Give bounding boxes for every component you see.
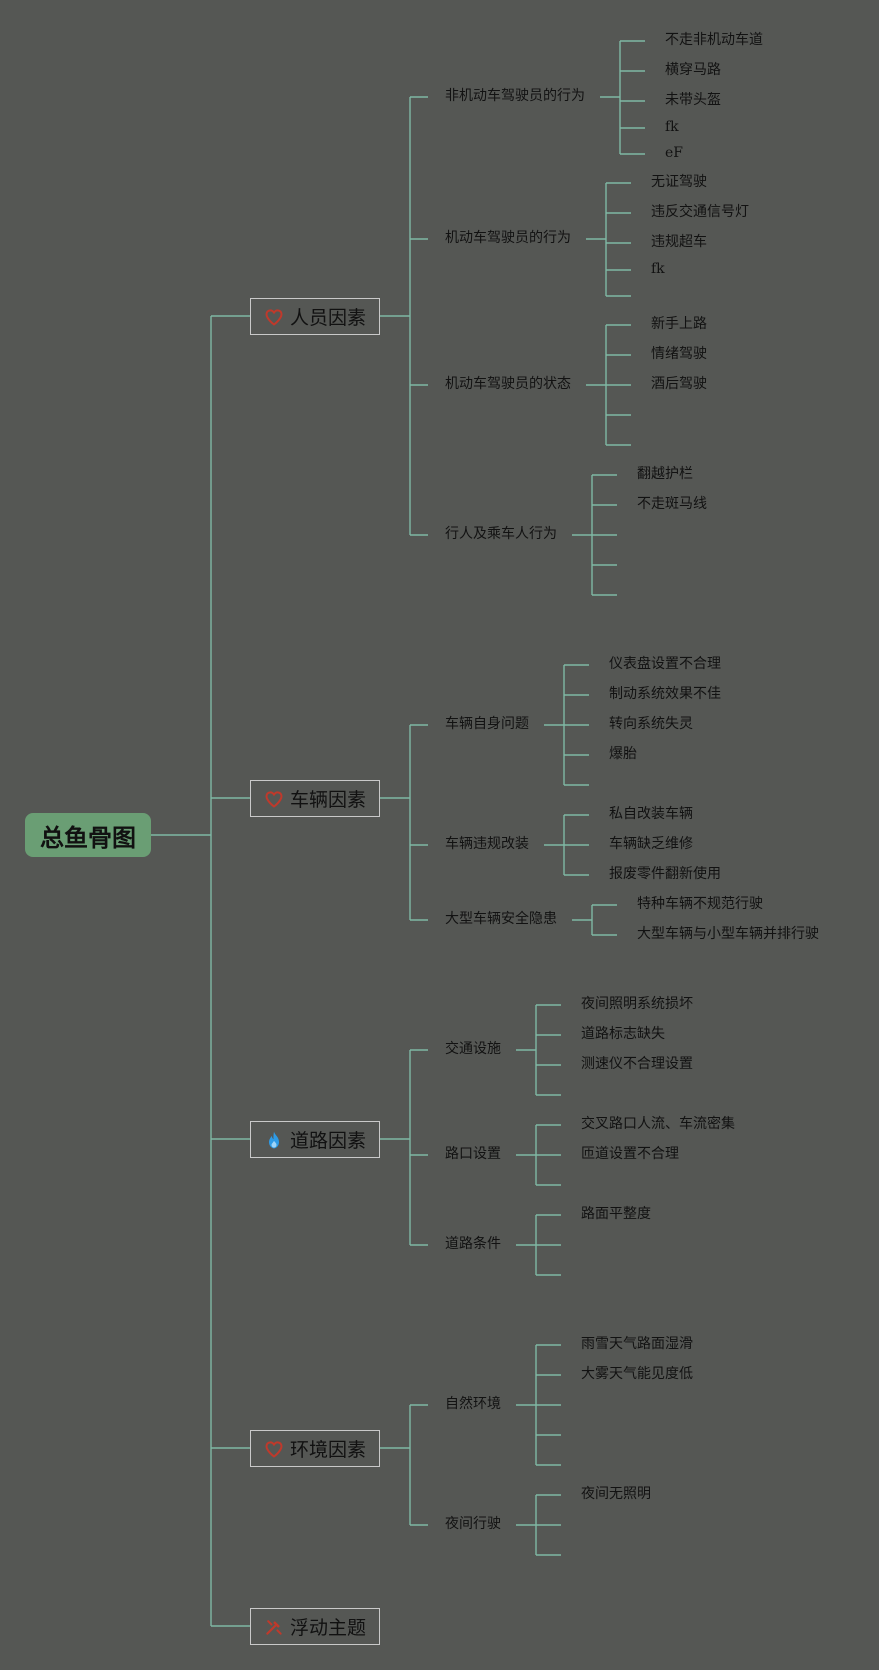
category-floating-topic[interactable]: 浮动主题	[250, 1608, 380, 1645]
leaf-label[interactable]: fk	[651, 261, 665, 278]
leaf-label[interactable]: 夜间照明系统损坏	[581, 996, 693, 1013]
tools-icon	[264, 1617, 284, 1637]
category-environment[interactable]: 环境因素	[250, 1430, 380, 1467]
leaf-label[interactable]: 仪表盘设置不合理	[609, 656, 721, 673]
leaf-label[interactable]: 路面平整度	[581, 1206, 651, 1223]
leaf-label[interactable]: 爆胎	[609, 746, 637, 763]
branch-label[interactable]: 车辆违规改装	[445, 836, 529, 853]
leaf-label[interactable]: 道路标志缺失	[581, 1026, 665, 1043]
branch-label[interactable]: 路口设置	[445, 1146, 501, 1163]
leaf-label[interactable]: 违规超车	[651, 234, 707, 251]
leaf-label[interactable]: 特种车辆不规范行驶	[637, 896, 763, 913]
leaf-label[interactable]: 翻越护栏	[637, 466, 693, 483]
leaf-label[interactable]: fk	[665, 119, 679, 136]
category-label: 车辆因素	[289, 789, 366, 811]
category-people[interactable]: 人员因素	[250, 298, 380, 335]
leaf-label[interactable]: 不走斑马线	[637, 496, 707, 513]
branch-label[interactable]: 夜间行驶	[445, 1516, 501, 1533]
leaf-label[interactable]: 酒后驾驶	[651, 376, 707, 393]
category-label: 浮动主题	[289, 1617, 366, 1639]
branch-label[interactable]: 车辆自身问题	[445, 716, 529, 733]
leaf-label[interactable]: 制动系统效果不佳	[609, 686, 721, 703]
leaf-label[interactable]: 车辆缺乏维修	[609, 836, 693, 853]
leaf-label[interactable]: 不走非机动车道	[665, 32, 763, 49]
branch-label[interactable]: 非机动车驾驶员的行为	[445, 88, 585, 105]
heart-icon	[264, 1439, 284, 1459]
leaf-label[interactable]: eF	[665, 145, 683, 162]
leaf-label[interactable]: 新手上路	[651, 316, 707, 333]
leaf-label[interactable]: 测速仪不合理设置	[581, 1056, 693, 1073]
leaf-label[interactable]: 横穿马路	[665, 62, 721, 79]
category-label: 环境因素	[289, 1439, 366, 1461]
flame-icon	[264, 1130, 284, 1150]
leaf-label[interactable]: 无证驾驶	[651, 174, 707, 191]
leaf-label[interactable]: 情绪驾驶	[651, 346, 707, 363]
leaf-label[interactable]: 交叉路口人流、车流密集	[581, 1116, 735, 1133]
branch-label[interactable]: 道路条件	[445, 1236, 501, 1253]
leaf-label[interactable]: 转向系统失灵	[609, 716, 693, 733]
leaf-label[interactable]: 违反交通信号灯	[651, 204, 749, 221]
leaf-label[interactable]: 夜间无照明	[581, 1486, 651, 1503]
leaf-label[interactable]: 匝道设置不合理	[581, 1146, 679, 1163]
heart-icon	[264, 789, 284, 809]
branch-label[interactable]: 机动车驾驶员的行为	[445, 230, 571, 247]
branch-label[interactable]: 机动车驾驶员的状态	[445, 376, 571, 393]
category-label: 人员因素	[289, 307, 366, 329]
heart-icon	[264, 307, 284, 327]
leaf-label[interactable]: 雨雪天气路面湿滑	[581, 1336, 693, 1353]
branch-label[interactable]: 交通设施	[445, 1041, 501, 1058]
leaf-label[interactable]: 大型车辆与小型车辆并排行驶	[637, 926, 819, 943]
branch-label[interactable]: 大型车辆安全隐患	[445, 911, 557, 928]
leaf-label[interactable]: 私自改装车辆	[609, 806, 693, 823]
root-label: 总鱼骨图	[40, 823, 136, 852]
branch-label[interactable]: 行人及乘车人行为	[445, 526, 557, 543]
branch-label[interactable]: 自然环境	[445, 1396, 501, 1413]
category-road[interactable]: 道路因素	[250, 1121, 380, 1158]
category-vehicle[interactable]: 车辆因素	[250, 780, 380, 817]
root-node[interactable]: 总鱼骨图	[25, 813, 151, 857]
leaf-label[interactable]: 大雾天气能见度低	[581, 1366, 693, 1383]
category-label: 道路因素	[289, 1130, 366, 1152]
leaf-label[interactable]: 未带头盔	[665, 92, 721, 109]
leaf-label[interactable]: 报废零件翻新使用	[609, 866, 721, 883]
